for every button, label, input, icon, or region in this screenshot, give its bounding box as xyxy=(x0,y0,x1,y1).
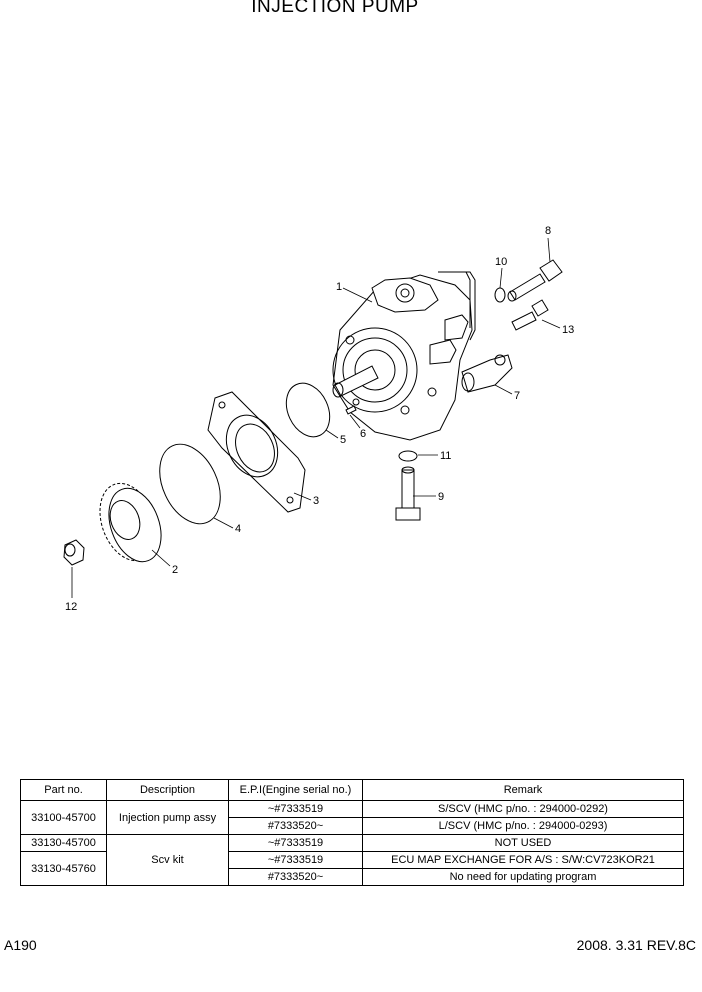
o-ring-10 xyxy=(494,287,506,303)
callout-10: 10 xyxy=(495,256,507,268)
table-row: 33130-45700 Scv kit ~#7333519 NOT USED xyxy=(20,834,684,886)
callout-12: 12 xyxy=(65,601,77,613)
key-6 xyxy=(345,405,357,415)
table-row: #7333520~ No need for updating program xyxy=(21,868,684,886)
part-no-cell: 33130-45760 xyxy=(20,851,107,886)
table-row: 33130-45760 ~#7333519 ECU MAP EXCHANGE F… xyxy=(20,851,684,886)
callout-3: 3 xyxy=(313,495,319,507)
revision-date: 2008. 3.31 REV.8C xyxy=(576,937,696,953)
callout-8: 8 xyxy=(545,225,551,237)
header-remark: Remark xyxy=(362,779,684,801)
o-ring-4 xyxy=(159,443,221,525)
remark-cell: No need for updating program xyxy=(362,868,684,886)
bolt-13 xyxy=(511,299,549,331)
callout-11: 11 xyxy=(440,450,451,462)
part-no-cell: 33130-45700 xyxy=(20,834,107,852)
injection-pump-body xyxy=(332,271,476,441)
bolt-8 xyxy=(507,259,563,302)
nut-12 xyxy=(63,539,85,566)
callout-7: 7 xyxy=(514,390,520,402)
table-row: #7333520~ L/SCV (HMC p/no. : 294000-0293… xyxy=(21,817,684,835)
callout-1: 1 xyxy=(336,281,342,293)
remark-cell: S/SCV (HMC p/no. : 294000-0292) xyxy=(362,800,684,818)
callout-6: 6 xyxy=(360,428,366,440)
remark-cell: NOT USED xyxy=(362,834,684,852)
epi-cell: ~#7333519 xyxy=(228,800,363,818)
remark-cell: ECU MAP EXCHANGE FOR A/S : S/W:CV723KOR2… xyxy=(362,851,684,869)
leader-lines xyxy=(71,237,561,598)
callout-4: 4 xyxy=(235,523,241,535)
header-epi: E.P.I(Engine serial no.) xyxy=(228,779,363,801)
parts-table: Part no. Description E.P.I(Engine serial… xyxy=(20,779,684,886)
epi-cell: ~#7333519 xyxy=(228,851,363,869)
o-ring-11 xyxy=(398,450,418,462)
remark-cell: L/SCV (HMC p/no. : 294000-0293) xyxy=(362,817,684,835)
table-row: 33100-45700 Injection pump assy ~#733351… xyxy=(20,800,684,835)
suction-control-valve xyxy=(461,354,513,393)
description-cell: Injection pump assy xyxy=(106,800,229,835)
page-number: A190 xyxy=(4,937,37,953)
description-cell: Scv kit xyxy=(106,834,229,886)
flange-3 xyxy=(207,391,306,513)
header-description: Description xyxy=(106,779,229,801)
part-no-cell: 33100-45700 xyxy=(20,800,107,835)
callout-2: 2 xyxy=(172,564,178,576)
epi-cell: ~#7333519 xyxy=(228,834,363,852)
callout-13: 13 xyxy=(562,324,574,336)
page-title: INJECTION PUMP xyxy=(251,0,419,17)
header-part-no: Part no. xyxy=(20,779,107,801)
pump-shaft xyxy=(332,365,379,398)
bolt-9 xyxy=(395,466,421,521)
callout-9: 9 xyxy=(438,491,444,503)
exploded-parts-diagram: 1 2 3 4 5 6 7 8 9 10 11 12 13 xyxy=(63,225,574,613)
epi-cell: #7333520~ xyxy=(228,817,363,835)
callout-5: 5 xyxy=(340,434,346,446)
gear-2 xyxy=(99,482,162,563)
table-header-row: Part no. Description E.P.I(Engine serial… xyxy=(20,779,684,801)
epi-cell: #7333520~ xyxy=(228,868,363,886)
o-ring-5 xyxy=(285,382,331,438)
